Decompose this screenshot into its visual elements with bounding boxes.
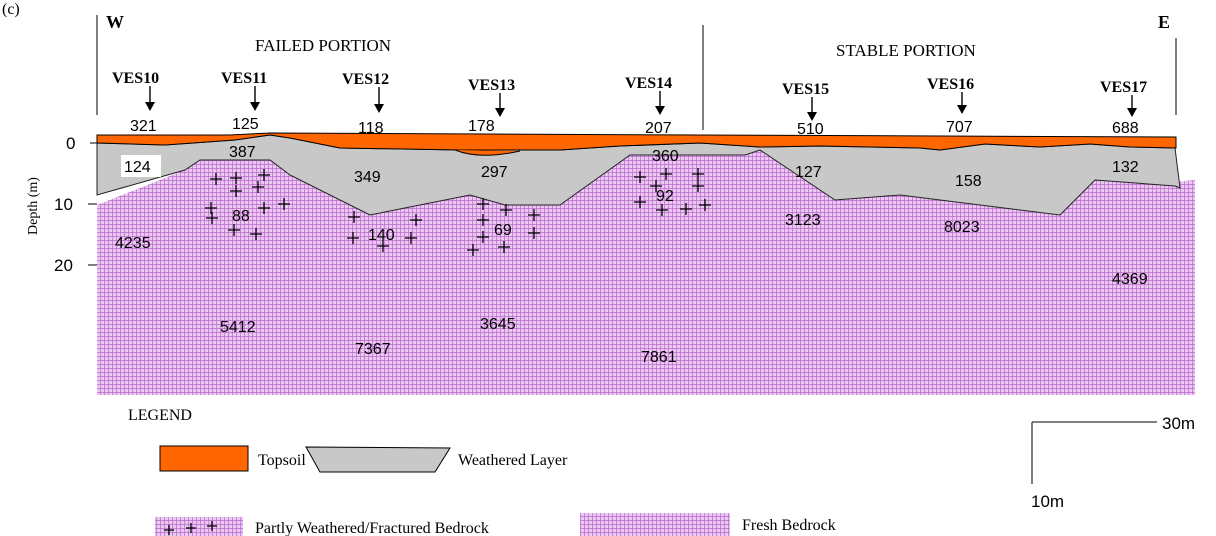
fresh-bedrock-layer bbox=[97, 150, 1195, 395]
west-label: W bbox=[106, 12, 124, 32]
weathered-value-box bbox=[121, 155, 161, 177]
topsoil-resistivity: 207 bbox=[645, 120, 672, 137]
topsoil-resistivity: 688 bbox=[1112, 120, 1139, 137]
fractured-value-ves11: 88 bbox=[232, 208, 250, 225]
ves-station-13: VES13 178 bbox=[468, 77, 515, 135]
ves-station-10: VES10 321 bbox=[112, 70, 159, 135]
bedrock-value-7: 8023 bbox=[944, 219, 980, 236]
ves-station-11: VES11 125 bbox=[221, 70, 267, 133]
arrow-down-icon bbox=[495, 108, 505, 117]
weathered-value-ves12: 349 bbox=[354, 169, 381, 186]
fractured-value-ves14: 92 bbox=[656, 188, 674, 205]
fractured-zone-ves11 bbox=[205, 169, 290, 240]
legend-label-fractured: Partly Weathered/Fractured Bedrock bbox=[255, 520, 489, 536]
weathered-value-ves14: 360 bbox=[652, 148, 679, 165]
depth-tick-label-20: 20 bbox=[54, 256, 73, 275]
legend-item-weathered: Weathered Layer bbox=[305, 446, 568, 473]
ves-name: VES15 bbox=[782, 81, 829, 98]
topsoil-resistivity: 510 bbox=[797, 121, 824, 138]
topsoil-resistivity: 178 bbox=[468, 118, 495, 135]
weathered-value-ves10: 124 bbox=[124, 159, 151, 176]
arrow-down-icon bbox=[957, 105, 967, 114]
depth-axis-label: Depth (m) bbox=[26, 177, 41, 235]
arrow-down-icon bbox=[374, 104, 384, 113]
ves-station-15: VES15 510 bbox=[782, 81, 829, 138]
depth-tick-label-0: 0 bbox=[66, 134, 75, 153]
weathered-swatch bbox=[305, 446, 451, 473]
bedrock-value-6: 3123 bbox=[785, 212, 821, 229]
topsoil-layer bbox=[96, 132, 1177, 151]
legend-item-fresh: Fresh Bedrock bbox=[580, 513, 836, 536]
depth-tick-label-10: 10 bbox=[54, 195, 73, 214]
legend-item-fractured: Partly Weathered/Fractured Bedrock bbox=[155, 517, 489, 536]
legend-item-topsoil: Topsoil bbox=[159, 445, 306, 472]
ves-name: VES11 bbox=[221, 70, 267, 87]
fresh-swatch bbox=[580, 513, 730, 536]
weathered-value-ves16: 158 bbox=[955, 173, 982, 190]
bedrock-value-2: 5412 bbox=[220, 319, 256, 336]
stable-portion-label: STABLE PORTION bbox=[836, 41, 976, 60]
ves-station-17: VES17 688 bbox=[1100, 79, 1147, 137]
arrow-down-icon bbox=[145, 102, 155, 111]
ves-name: VES14 bbox=[625, 75, 672, 92]
weathered-value-ves17: 132 bbox=[1112, 159, 1139, 176]
weathered-value-ves15: 127 bbox=[795, 164, 822, 181]
topsoil-resistivity: 321 bbox=[130, 118, 157, 135]
fractured-zone-ves12 bbox=[347, 211, 422, 252]
topsoil-dip bbox=[454, 149, 521, 156]
weathered-value-ves13: 297 bbox=[481, 164, 508, 181]
topsoil-resistivity: 707 bbox=[946, 119, 973, 136]
fractured-swatch-crosses bbox=[164, 521, 217, 535]
legend-label-fresh: Fresh Bedrock bbox=[742, 517, 836, 534]
scale-horizontal-label: 30m bbox=[1162, 414, 1195, 433]
weathered-value-ves11: 387 bbox=[229, 144, 256, 161]
bedrock-value-1: 4235 bbox=[115, 235, 151, 252]
ves-name: VES16 bbox=[927, 76, 974, 93]
ves-name: VES17 bbox=[1100, 79, 1147, 96]
ves-station-14: VES14 207 bbox=[625, 75, 672, 137]
arrow-down-icon bbox=[1127, 108, 1137, 117]
arrow-down-icon bbox=[807, 112, 817, 121]
fractured-value-ves12: 140 bbox=[368, 227, 395, 244]
scale-bar: 30m 10m bbox=[1031, 414, 1195, 511]
failed-portion-label: FAILED PORTION bbox=[255, 36, 391, 55]
scale-vertical-label: 10m bbox=[1031, 492, 1064, 511]
panel-label: (c) bbox=[2, 1, 20, 18]
legend-title: LEGEND bbox=[128, 407, 192, 424]
topsoil-resistivity: 118 bbox=[358, 120, 384, 137]
fractured-value-ves13: 69 bbox=[494, 222, 512, 239]
arrow-down-icon bbox=[250, 102, 260, 111]
arrow-down-icon bbox=[655, 106, 665, 115]
topsoil-resistivity: 125 bbox=[232, 116, 259, 133]
ves-name: VES12 bbox=[342, 71, 389, 88]
ves-name: VES13 bbox=[468, 77, 515, 94]
topsoil-swatch bbox=[159, 445, 249, 472]
ves-station-16: VES16 707 bbox=[927, 76, 974, 136]
ves-station-12: VES12 118 bbox=[342, 71, 389, 137]
east-label: E bbox=[1158, 12, 1170, 32]
fractured-zone-ves14 bbox=[634, 168, 711, 216]
bedrock-value-4: 3645 bbox=[480, 316, 516, 333]
bedrock-value-3: 7367 bbox=[355, 341, 391, 358]
bedrock-value-8: 4369 bbox=[1112, 271, 1148, 288]
ves-name: VES10 bbox=[112, 70, 159, 87]
fractured-swatch bbox=[155, 517, 243, 536]
fractured-zone-ves13 bbox=[467, 198, 540, 256]
bedrock-value-5: 7861 bbox=[641, 349, 677, 366]
legend-label-weathered: Weathered Layer bbox=[458, 452, 568, 469]
legend-label-topsoil: Topsoil bbox=[258, 452, 306, 469]
